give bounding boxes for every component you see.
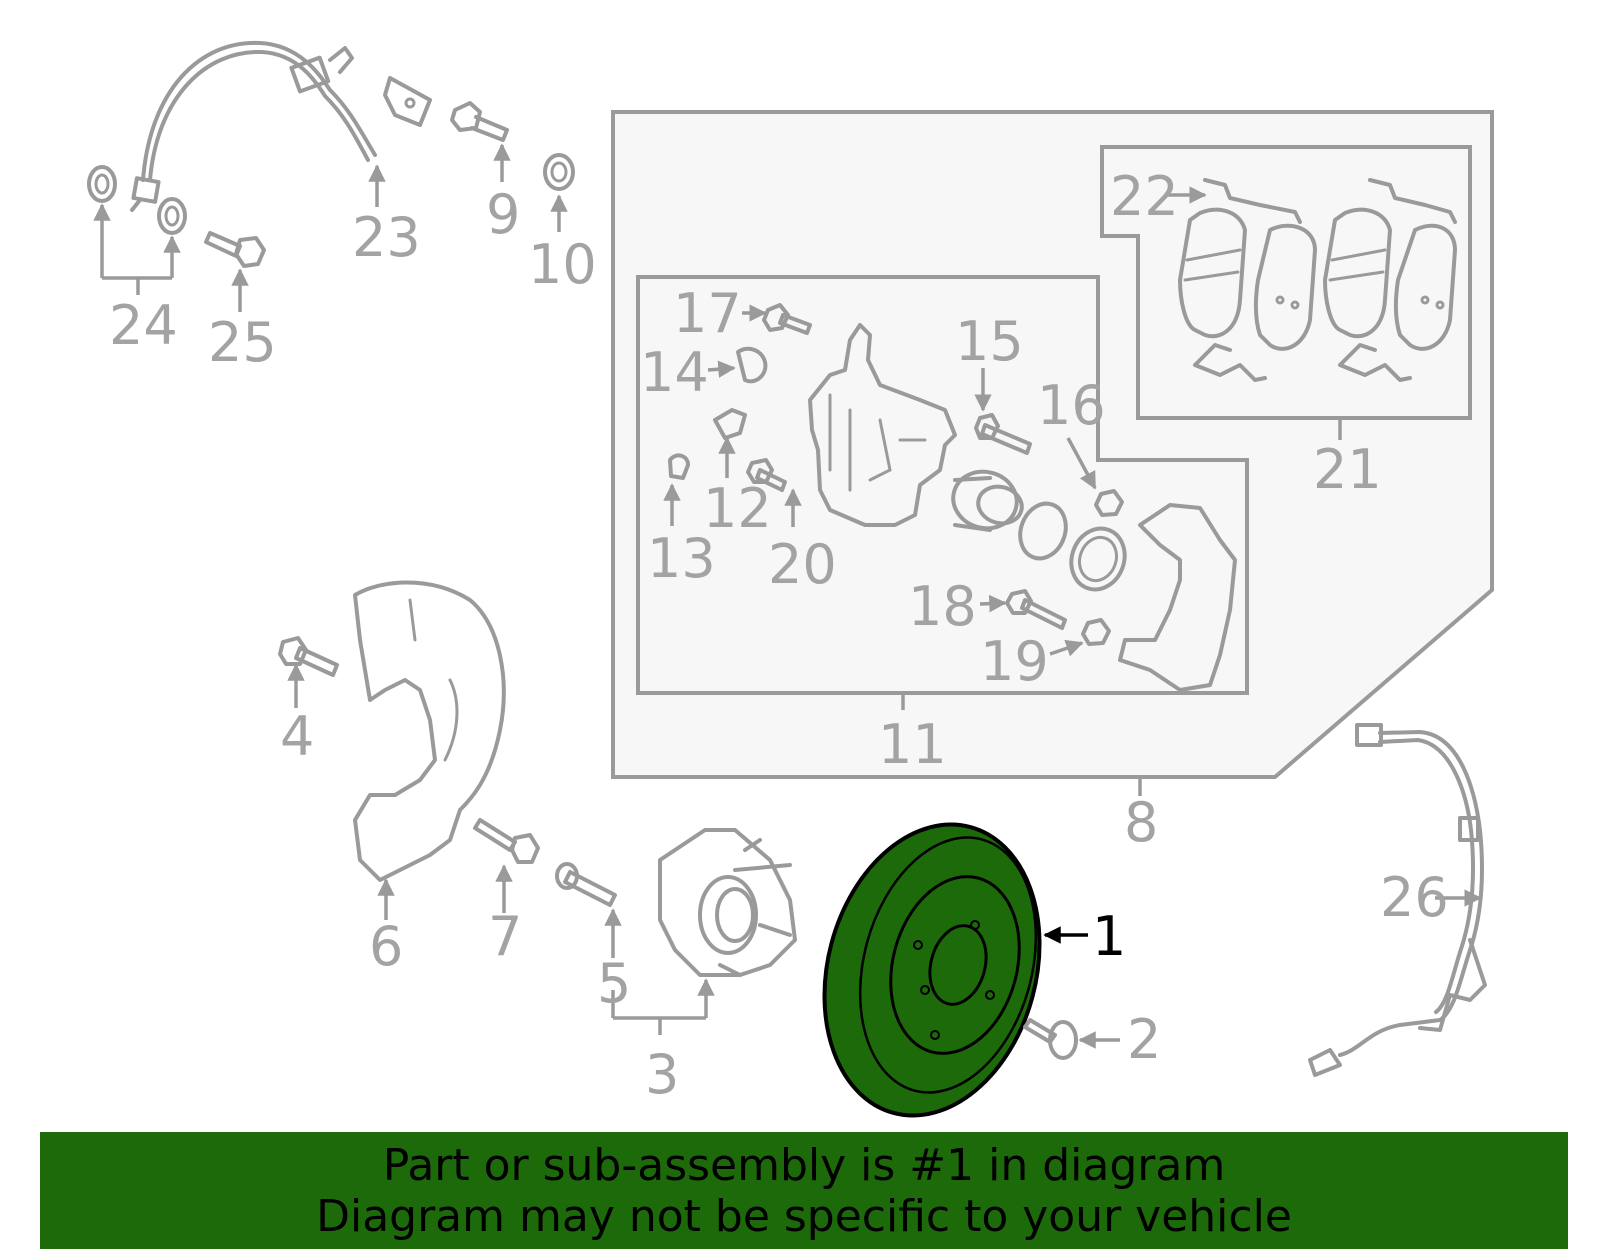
washer-icon xyxy=(87,165,117,203)
callout-25[interactable]: 25 xyxy=(208,311,277,374)
callout-11[interactable]: 11 xyxy=(878,713,947,776)
brake-hose-icon xyxy=(130,40,432,212)
callout-17[interactable]: 17 xyxy=(673,282,742,345)
callout-20[interactable]: 20 xyxy=(768,533,837,596)
screw-icon xyxy=(1023,1018,1078,1060)
washer-icon xyxy=(543,153,575,191)
caliper-hardware-icons xyxy=(668,303,1124,646)
callout-14[interactable]: 14 xyxy=(640,341,709,404)
callout-24[interactable]: 24 xyxy=(109,294,178,357)
callout-13[interactable]: 13 xyxy=(647,527,716,590)
hub-bearing-icon xyxy=(658,828,797,977)
callout-21[interactable]: 21 xyxy=(1313,438,1382,501)
banner-line-1: Part or sub-assembly is #1 in diagram xyxy=(382,1139,1226,1191)
callout-6[interactable]: 6 xyxy=(369,915,403,978)
callout-18[interactable]: 18 xyxy=(908,575,977,638)
bolt-icon xyxy=(450,101,509,142)
callout-9[interactable]: 9 xyxy=(486,183,520,246)
bolt-icon xyxy=(278,636,339,677)
callout-2[interactable]: 2 xyxy=(1127,1008,1161,1071)
bolt-icon xyxy=(473,818,540,864)
notice-banner: Part or sub-assembly is #1 in diagram Di… xyxy=(40,1132,1568,1249)
dust-shield-icon xyxy=(353,580,506,882)
wheel-speed-sensor-icon xyxy=(1308,723,1487,1077)
callout-12[interactable]: 12 xyxy=(703,477,772,540)
caliper-bracket-icon xyxy=(1118,503,1237,692)
callout-4[interactable]: 4 xyxy=(280,705,314,768)
callout-19[interactable]: 19 xyxy=(980,630,1049,693)
washer-icon xyxy=(157,197,187,235)
banner-line-2: Diagram may not be specific to your vehi… xyxy=(316,1190,1292,1242)
callout-1[interactable]: 1 xyxy=(1092,905,1126,968)
brake-pads-icon xyxy=(1178,178,1457,382)
callout-15[interactable]: 15 xyxy=(955,310,1024,373)
bolt-icon xyxy=(204,231,266,268)
leader-lines xyxy=(93,143,1482,1049)
callout-26[interactable]: 26 xyxy=(1380,866,1449,929)
callout-23[interactable]: 23 xyxy=(352,206,421,269)
brake-rotor-icon xyxy=(822,822,1042,1118)
callout-7[interactable]: 7 xyxy=(488,905,522,968)
wheel-stud-icon xyxy=(555,862,617,907)
callout-10[interactable]: 10 xyxy=(528,233,597,296)
callout-3[interactable]: 3 xyxy=(645,1043,679,1106)
callout-8[interactable]: 8 xyxy=(1124,791,1158,854)
caliper-icon xyxy=(808,323,1127,592)
callout-5[interactable]: 5 xyxy=(597,952,631,1015)
callout-22[interactable]: 22 xyxy=(1110,165,1179,228)
callout-16[interactable]: 16 xyxy=(1037,374,1106,437)
